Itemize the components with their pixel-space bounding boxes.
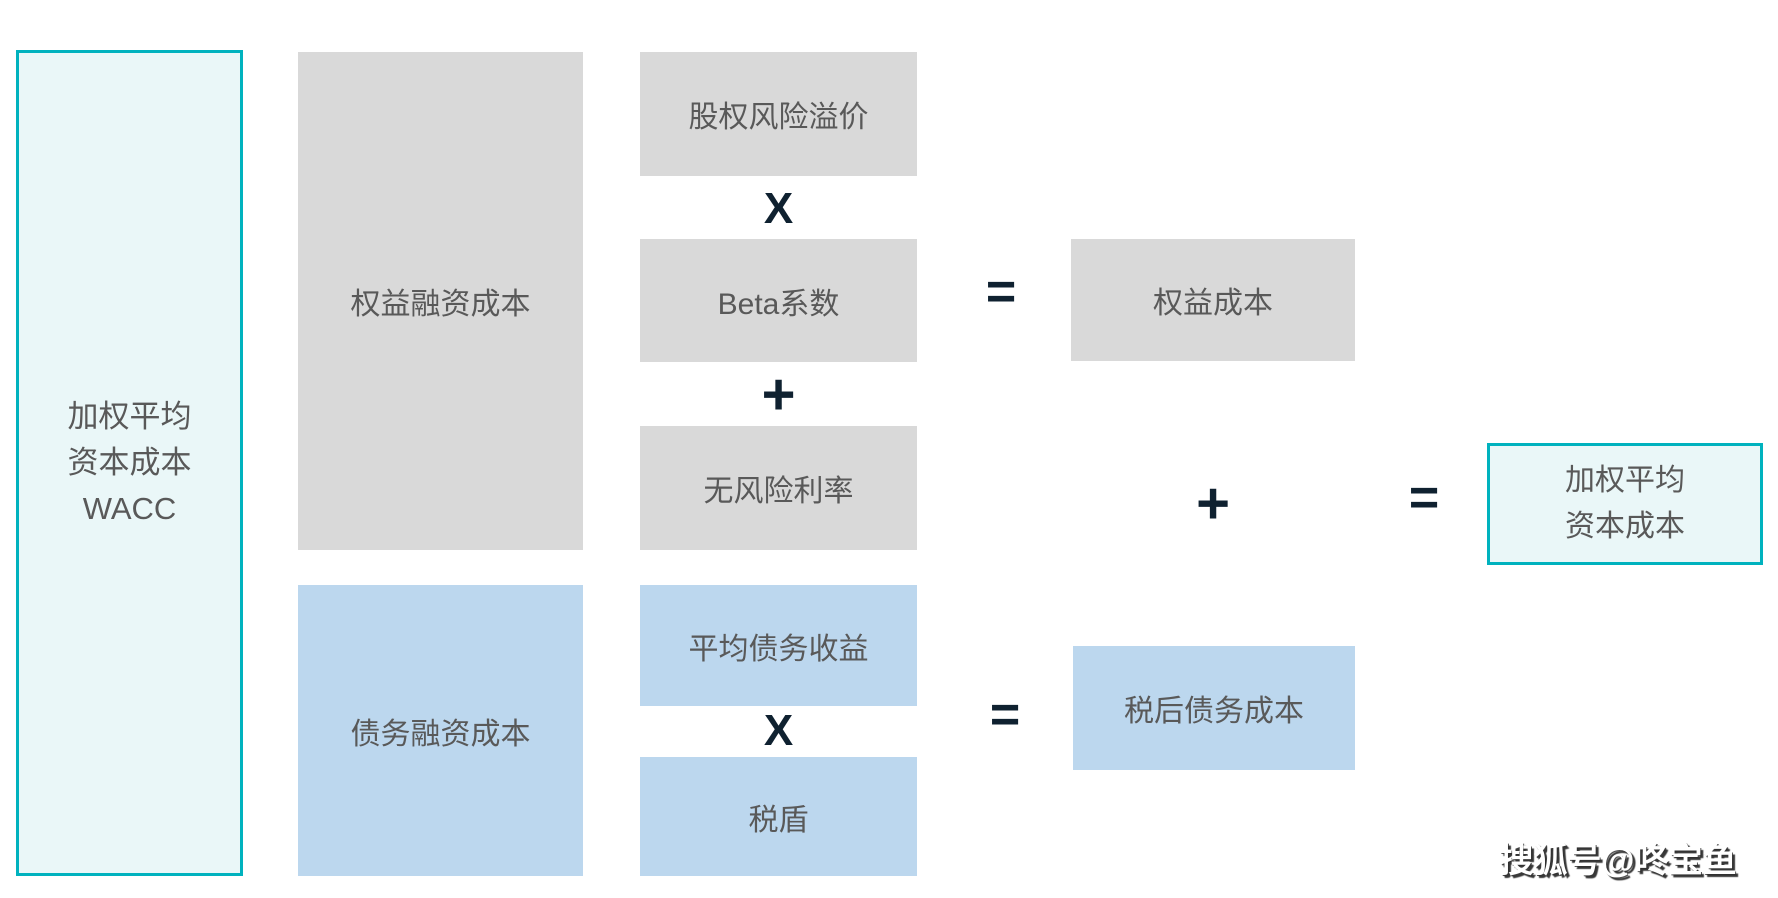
after-tax-debt-cost-label: 税后债务成本 (1124, 695, 1304, 728)
debt-financing-cost-box: 债务融资成本 (298, 585, 583, 876)
wacc-title-box: 加权平均 资本成本 WACC (16, 50, 243, 876)
sohu-watermark: 搜狐号@咚宝鱼 (1499, 841, 1737, 880)
equals-operator-debt: = (989, 686, 1020, 744)
plus-operator-results: + (1196, 470, 1230, 536)
after-tax-debt-cost-box: 税后债务成本 (1073, 646, 1355, 770)
tax-shield-box: 税盾 (640, 757, 917, 876)
wacc-title-line-1: 加权平均 (67, 399, 192, 434)
wacc-title-line-2: 资本成本 (67, 445, 192, 480)
risk-free-rate-label: 无风险利率 (703, 475, 854, 508)
multiply-operator-equity: X (763, 184, 794, 233)
tax-shield-label: 税盾 (748, 803, 809, 837)
equity-cost-box: 权益成本 (1071, 239, 1355, 361)
beta-coefficient-label: Beta系数 (717, 287, 840, 321)
wacc-result-line-1: 加权平均 (1565, 464, 1685, 497)
equity-risk-premium-box: 股权风险溢价 (640, 52, 917, 176)
equity-risk-premium-label: 股权风险溢价 (688, 101, 869, 134)
risk-free-rate-box: 无风险利率 (640, 426, 917, 550)
debt-financing-cost-label: 债务融资成本 (350, 717, 531, 751)
wacc-result-box: 加权平均 资本成本 (1487, 443, 1763, 565)
equals-operator-final: = (1408, 469, 1439, 527)
equity-cost-label: 权益成本 (1153, 287, 1273, 320)
avg-debt-yield-label: 平均债务收益 (688, 632, 869, 666)
avg-debt-yield-box: 平均债务收益 (640, 585, 917, 706)
wacc-result-line-2: 资本成本 (1565, 510, 1685, 543)
equals-operator-equity: = (985, 263, 1016, 321)
equity-financing-cost-label: 权益融资成本 (350, 288, 531, 321)
multiply-operator-debt: X (763, 706, 794, 755)
beta-coefficient-box: Beta系数 (640, 239, 917, 362)
plus-operator-equity: + (761, 361, 796, 427)
wacc-title-line-3: WACC (82, 491, 177, 526)
equity-financing-cost-box: 权益融资成本 (298, 52, 583, 550)
